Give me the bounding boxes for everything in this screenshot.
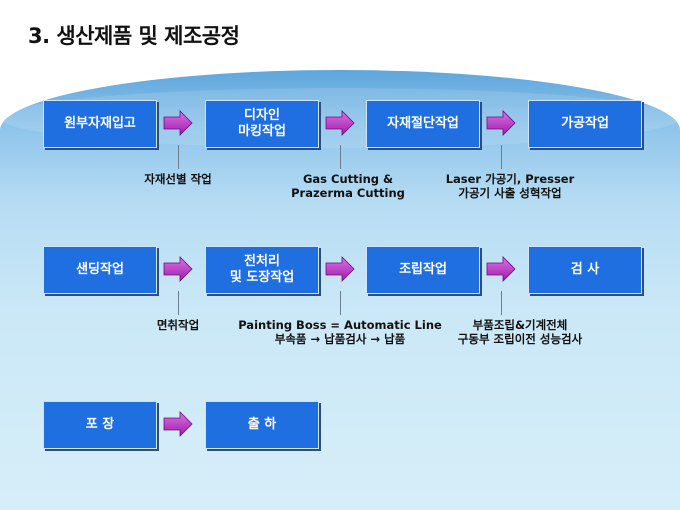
process-step: 포 장 [43,401,157,449]
step-note: Gas Cutting & Prazerma Cutting [291,172,405,200]
step-note: Painting Boss = Automatic Line 부속품 → 납품검… [238,318,442,346]
step-note: 자재선별 작업 [144,172,212,186]
step-note: 면취작업 [156,318,200,332]
page-title: 3. 생산제품 및 제조공정 [28,24,240,48]
connector-line [340,291,341,315]
arrow-right-icon [325,256,355,282]
arrow-right-icon [486,256,516,282]
process-step: 샌딩작업 [43,246,157,294]
process-step: 전처리 및 도장작업 [205,246,319,294]
process-step: 디자인 마킹작업 [205,100,319,148]
arrow-right-icon [163,256,193,282]
process-step: 자재절단작업 [366,100,480,148]
connector-line [340,145,341,169]
connector-line [501,291,502,315]
connector-line [501,145,502,169]
process-step: 조립작업 [366,246,480,294]
connector-line [178,291,179,315]
arrow-right-icon [163,411,193,437]
arrow-right-icon [163,110,193,136]
arrow-right-icon [325,110,355,136]
process-step: 가공작업 [528,100,642,148]
arrow-right-icon [486,110,516,136]
process-step: 원부자재입고 [43,100,157,148]
step-note: 부품조립&기계전체 구동부 조립이전 성능검사 [457,318,583,346]
step-note: Laser 가공기, Presser 가공기 사출 성혁작업 [445,172,575,200]
process-step: 출 하 [205,401,319,449]
connector-line [178,145,179,169]
process-step: 검 사 [528,246,642,294]
